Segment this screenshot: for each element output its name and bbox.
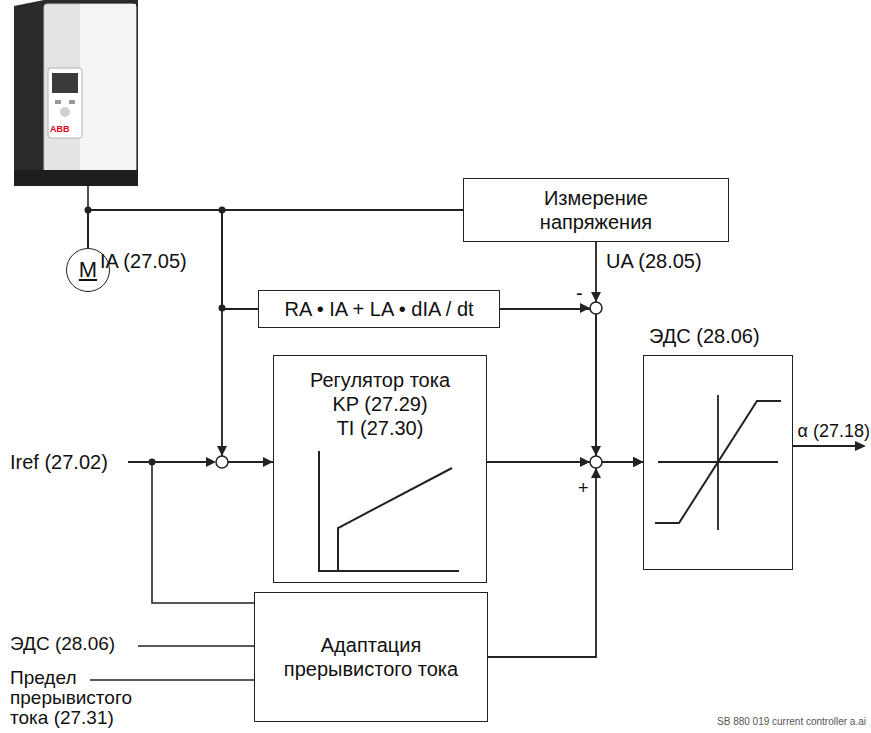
wire [87,186,89,210]
process-box: Адаптация прерывистого тока [254,592,488,722]
motor-letter: M [79,258,97,282]
drive-base [14,170,138,186]
drive-body [14,0,138,186]
saturation-symbol [643,355,793,570]
arrow-head [217,446,227,456]
node-heading: Регулятор тока [274,368,486,392]
graph-axes [319,451,459,571]
summing-junction [216,456,228,468]
file-note: SB 880 019 current controller a.ai [650,716,866,728]
junction-dot [85,207,92,214]
drive-front-right [80,4,136,184]
signal-name: UA (28.05) [606,250,736,272]
drive-illustration [14,0,138,186]
arrow-head [591,468,601,478]
arrow-head [206,457,216,467]
sign-mark: - [576,282,590,304]
arrow-head [580,457,590,467]
signal-name: IA (27.05) [100,250,220,272]
drive-button [55,100,61,104]
connector [488,462,643,657]
controller-box: Регулятор токаKP (27.29)TI (27.30) [273,355,487,583]
junction-dot [219,207,226,214]
drive-button [69,100,75,104]
brand-mark: ABB [50,124,90,134]
node-text: RA • IA + LA • dIA / dt [284,297,473,321]
signal-name: ЭДС (28.06) [10,634,136,654]
parameter-text: TI (27.30) [274,416,486,440]
node-text: Адаптация прерывистого тока [277,633,465,681]
graph-curve [338,468,452,571]
arrow-head [591,292,601,302]
node-heading: ЭДС (28.06) [649,324,760,348]
signal-line [138,645,254,646]
parameter-text: KP (27.29) [274,392,486,416]
drive-screen [52,73,78,93]
arrow-head [855,441,866,451]
junction-dot [149,459,156,466]
summing-junction [590,456,602,468]
node-text: Измерение напряжения [486,186,706,234]
limiter-frame [643,355,793,570]
signal-name: Предел прерывистого тока (27.31) [10,668,160,728]
connector [88,210,463,248]
signal-line [90,679,254,680]
drive-front [44,4,136,184]
sign-mark: + [578,478,592,498]
signal-name: α (27.18) [790,421,870,441]
signal-line [793,445,858,447]
signal-line [152,462,254,603]
limiter-box: ЭДС (28.06) [643,322,793,570]
arrow-head [591,446,601,456]
summing-junction [590,302,602,314]
process-box: Измерение напряжения [463,178,729,242]
connector [88,210,273,462]
drive-button [60,107,70,117]
connector [88,210,258,309]
graph-curve [655,401,781,523]
junction-dot [219,305,226,312]
signal-name: Iref (27.02) [10,451,126,473]
arrow-head [580,303,590,313]
signal-line [128,461,214,463]
formula-box: RA • IA + LA • dIA / dt [258,290,500,328]
connector [596,242,643,462]
connector [500,309,643,462]
